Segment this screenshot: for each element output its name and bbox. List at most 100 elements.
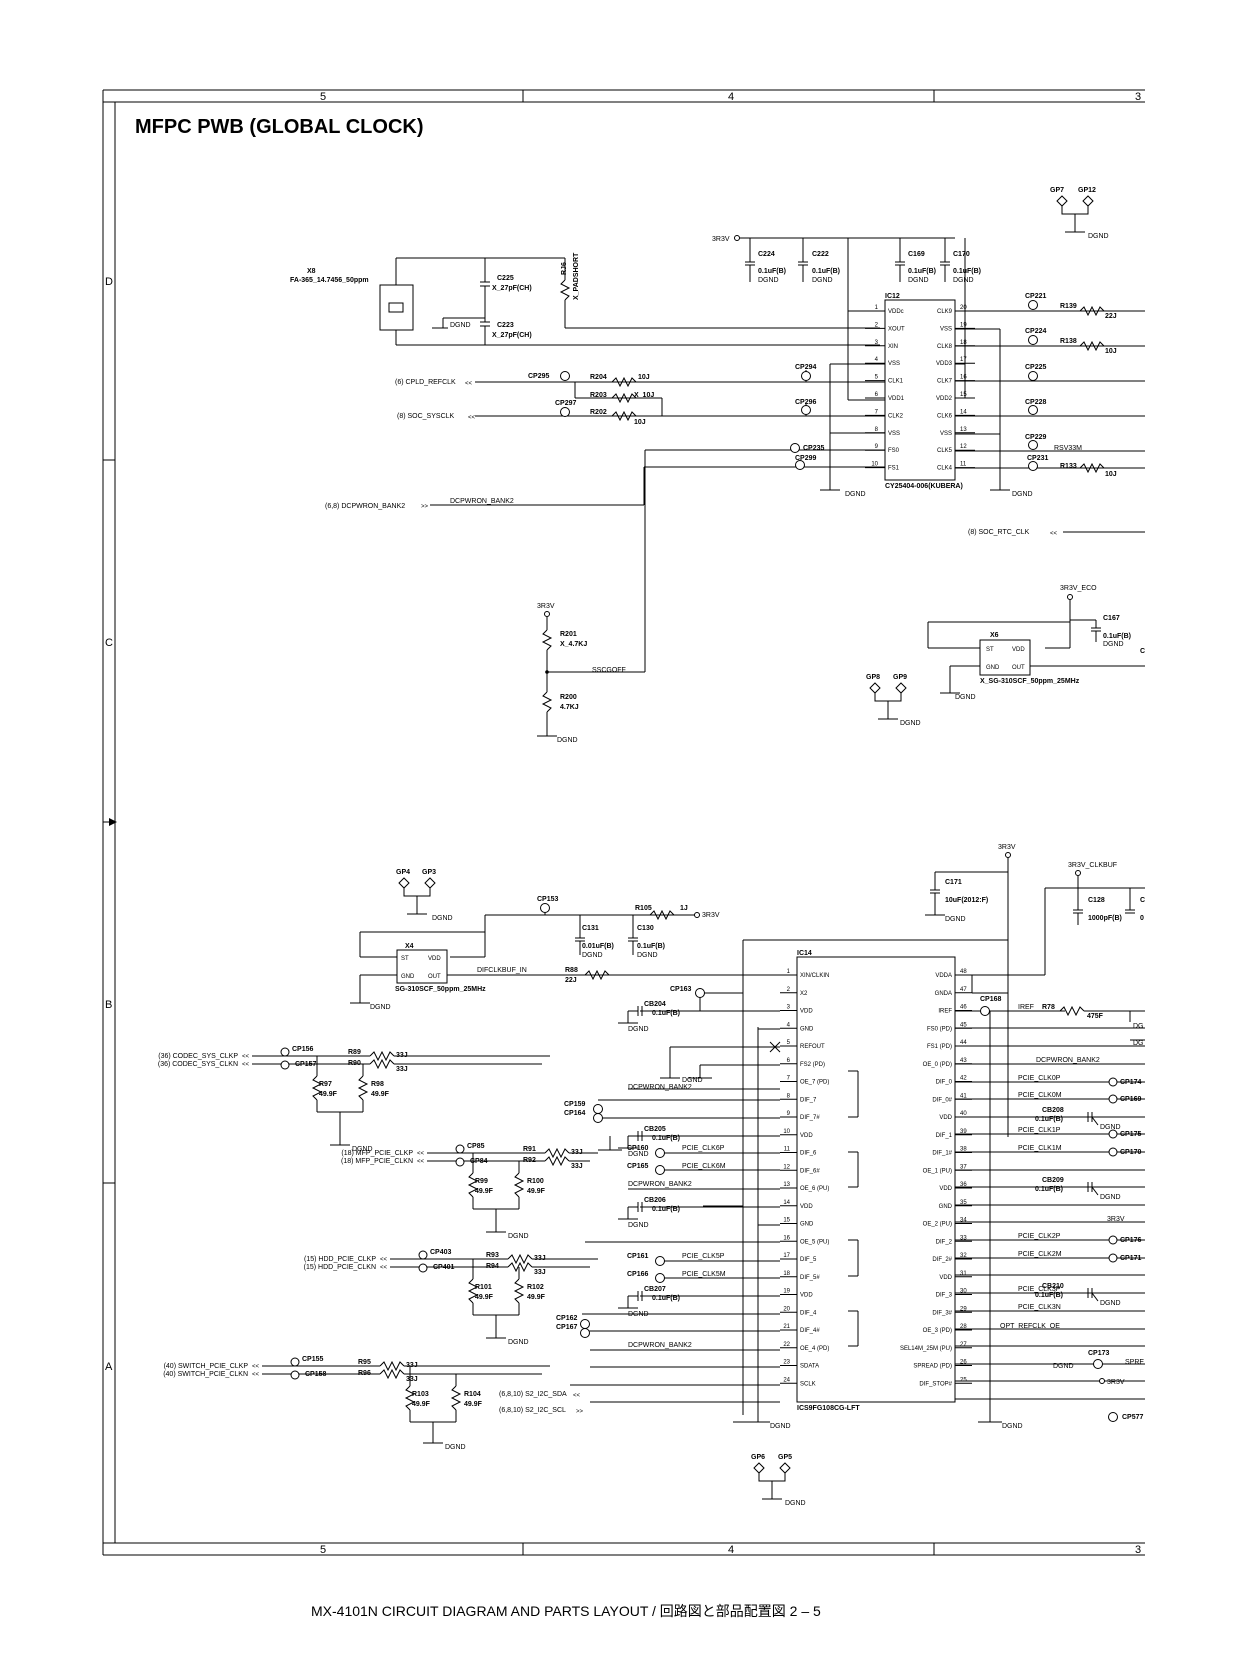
x6-part: X_SG-310SCF_50ppm_25MHz <box>980 678 1080 685</box>
port-arrow-n: << <box>417 1159 425 1165</box>
series-resistor-p <box>507 1253 533 1265</box>
x6-pin-st: ST <box>986 647 994 653</box>
pair-cp-label-p: CP403 <box>430 1249 452 1256</box>
c131-gnd: DGND <box>582 952 603 959</box>
ic14-right-pin-number: 27 <box>960 1342 967 1348</box>
ic12-right-pin-number: 11 <box>960 462 967 468</box>
ic12-left-pin-name: VSS <box>888 361 900 367</box>
ic12-left-pin-number: 4 <box>875 357 879 363</box>
term-resistor-ref: R97 <box>319 1081 332 1088</box>
cp161-testpoint <box>655 1256 665 1266</box>
c222-gnd: DGND <box>812 277 833 284</box>
rail-3r3v-terminal <box>734 235 740 241</box>
ic14-left-pin-name: X2 <box>800 991 808 997</box>
ic14-left-pin-number: 24 <box>783 1377 790 1383</box>
ic14-right-pin-name: DIF_3# <box>932 1310 952 1316</box>
port-label-n: (40) SWITCH_PCIE_CLKN <box>163 1371 248 1378</box>
ic14-right-pin-name: DIF_0# <box>932 1097 952 1103</box>
page-footer: MX-4101N CIRCUIT DIAGRAM AND PARTS LAYOU… <box>311 1603 821 1619</box>
r138-val: 10J <box>1105 348 1117 355</box>
cp295-testpoint <box>560 371 570 381</box>
ic14-left-pin-name: SCLK <box>800 1381 816 1387</box>
cp224-testpoint <box>1028 335 1038 345</box>
cp160-testpoint <box>655 1148 665 1158</box>
r204-val: 10J <box>638 374 650 381</box>
right-cp-label: CP175 <box>1120 1131 1142 1138</box>
right-cp-testpoint <box>1108 1129 1118 1139</box>
series-resistor-n <box>507 1261 533 1273</box>
ic14-left-pin-number: 13 <box>783 1182 790 1188</box>
ic14-left-pin-number: 6 <box>787 1058 791 1064</box>
termination-resistor-a <box>404 1385 416 1411</box>
decap-val: 0.1uF(B) <box>652 1010 680 1017</box>
ic12-left-pin-name: VDD1 <box>888 396 905 402</box>
ic12-left-wiring <box>430 238 885 672</box>
port-label-p: (15) HDD_PCIE_CLKP <box>304 1256 376 1263</box>
term-resistor-ref: R99 <box>475 1178 488 1185</box>
decap-val: 0.1uF(B) <box>652 1135 680 1142</box>
r133-ref: R133 <box>1060 463 1077 470</box>
c224-val: 0.1uF(B) <box>758 268 786 275</box>
decap-gnd: DGND <box>1100 1124 1121 1131</box>
zone-left-d: D <box>105 276 113 288</box>
ic12-right-pin-number: 18 <box>960 340 967 346</box>
net-rsv33m: RSV33M <box>1054 445 1082 452</box>
right-net-label: PCIE_CLK3P <box>1018 1286 1061 1293</box>
cp162-testpoint <box>580 1319 590 1329</box>
pair-cp-label-p: CP155 <box>302 1356 324 1363</box>
decap-gnd: DGND <box>628 1151 649 1158</box>
ic14-left-pin-name: FS2 (PD) <box>800 1062 825 1068</box>
series-resistor-ref: R91 <box>523 1146 536 1153</box>
series-resistor-val: 33J <box>396 1066 408 1073</box>
r200-ref: R200 <box>560 694 577 701</box>
series-resistor-val: 33J <box>406 1362 418 1369</box>
r202-ref: R202 <box>590 409 607 416</box>
ic14-right-pin-name: GND <box>939 1204 953 1210</box>
cp299-label: CP299 <box>795 455 817 462</box>
pair-gnd: DGND <box>445 1444 466 1451</box>
series-resistor-ref: R93 <box>486 1252 499 1259</box>
ic14-right-pin-number: 36 <box>960 1182 967 1188</box>
net-dcpwron-b2: DCPWRON_BANK2 <box>628 1181 692 1188</box>
port-label-n: (18) MFP_PCIE_CLKN <box>341 1158 413 1165</box>
ic14-right-pin-number: 30 <box>960 1289 967 1295</box>
gp-top-gnd: DGND <box>1088 233 1109 240</box>
ic14-right-pin-name: FS0 (PD) <box>927 1026 952 1032</box>
c222-ref: C222 <box>812 251 829 258</box>
c223-ref: C223 <box>497 322 514 329</box>
c170-gnd: DGND <box>953 277 974 284</box>
port-arrow-n: << <box>252 1372 260 1378</box>
cp296-testpoint <box>801 405 811 415</box>
cp231-label: CP231 <box>1027 455 1049 462</box>
x6-gnd: DGND <box>955 694 976 701</box>
ic14-left-pin-name: DIF_4 <box>800 1310 817 1316</box>
right-net-label: PCIE_CLK2M <box>1018 1251 1062 1258</box>
ic14-right-pin-name: VDD <box>939 1275 952 1281</box>
cp221-label: CP221 <box>1025 293 1047 300</box>
cp294-label: CP294 <box>795 364 817 371</box>
ic14-left-pin-name: GND <box>800 1222 814 1228</box>
c224-gnd: DGND <box>758 277 779 284</box>
pair-cp-p <box>418 1250 428 1260</box>
ic14-gnd-right: DGND <box>1002 1423 1023 1430</box>
r200-val: 4.7KJ <box>560 704 579 711</box>
r203-ref: R203 <box>590 392 607 399</box>
zone-bottom-5: 5 <box>320 1544 326 1556</box>
cp297-label: CP297 <box>555 400 577 407</box>
ic12-left-pin-number: 5 <box>875 375 879 381</box>
port-arrow-n: << <box>242 1062 250 1068</box>
decap-gnd: DGND <box>1100 1300 1121 1307</box>
ic14-right-pin-number: 35 <box>960 1200 967 1206</box>
r133-val: 10J <box>1105 471 1117 478</box>
right-cp-testpoint <box>1108 1147 1118 1157</box>
ic14-right-pin-number: 41 <box>960 1093 967 1099</box>
port-cpld-refclk: (6) CPLD_REFCLK <box>395 379 456 386</box>
ic14-right-pin-name: DIF_0 <box>936 1080 953 1086</box>
ic14-left-pin-number: 11 <box>784 1147 791 1153</box>
series-resistor-n <box>544 1155 570 1167</box>
ic14-left-pin-name: VDD <box>800 1293 813 1299</box>
x8-part: FA-365_14.7456_50ppm <box>290 277 369 284</box>
cp168-label: CP168 <box>980 996 1002 1003</box>
ic14-right-rails <box>925 852 1145 1423</box>
gp-left-gnd: DGND <box>432 915 453 922</box>
